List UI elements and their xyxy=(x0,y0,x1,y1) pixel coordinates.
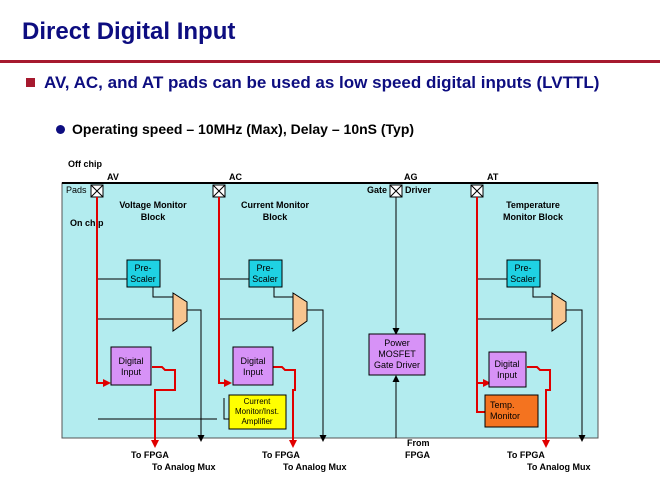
current-digital-input xyxy=(232,346,274,386)
round-bullet-icon xyxy=(56,125,65,134)
current-amplifier-label-1: Current xyxy=(244,397,271,406)
driver-label: Driver xyxy=(405,185,432,195)
temp-digital-input-label-2: Input xyxy=(497,370,518,380)
to-fpga-label-1: To FPGA xyxy=(131,450,169,460)
temp-prescaler-label-2: Scaler xyxy=(510,274,536,284)
voltage-prescaler-label-2: Scaler xyxy=(130,274,156,284)
current-prescaler-label-2: Scaler xyxy=(252,274,278,284)
pad-ag-label: AG xyxy=(404,172,418,182)
temp-signal-path xyxy=(476,197,551,448)
voltage-digital-input-label-2: Input xyxy=(121,367,142,377)
bullet-main: AV, AC, and AT pads can be used as low s… xyxy=(26,72,636,93)
temp-digital-input xyxy=(488,351,527,388)
temp-mux xyxy=(551,292,567,332)
current-amplifier-label-2: Monitor/Inst. xyxy=(235,407,279,416)
current-signal-path xyxy=(218,197,297,448)
square-bullet-icon xyxy=(26,78,35,87)
temp-monitor-label-1: Temp. xyxy=(490,400,515,410)
temp-monitor xyxy=(484,394,539,428)
current-prescaler xyxy=(248,259,283,288)
current-digital-input-label-2: Input xyxy=(243,367,264,377)
temp-digital-input-label-1: Digital xyxy=(494,359,519,369)
off-chip-label: Off chip xyxy=(68,159,102,169)
current-amplifier xyxy=(228,394,287,430)
title-divider xyxy=(0,60,660,63)
temp-block-label-2: Monitor Block xyxy=(503,212,564,222)
current-prescaler-label-1: Pre- xyxy=(256,263,273,273)
current-channel-wires xyxy=(219,278,324,438)
pads-label: Pads xyxy=(66,185,87,195)
current-block-label-1: Current Monitor xyxy=(241,200,309,210)
power-mosfet-label-3: Gate Driver xyxy=(374,360,420,370)
page-title: Direct Digital Input xyxy=(22,18,236,45)
voltage-block-label-2: Block xyxy=(141,212,167,222)
on-chip-label: On chip xyxy=(70,218,104,228)
to-analog-mux-label-1: To Analog Mux xyxy=(152,462,216,472)
temp-prescaler-label-1: Pre- xyxy=(514,263,531,273)
pad-ac-label: AC xyxy=(229,172,242,182)
power-mosfet-gate-driver xyxy=(368,333,426,376)
current-digital-input-label-1: Digital xyxy=(240,356,265,366)
voltage-channel-wires xyxy=(98,278,217,438)
power-mosfet-label-1: Power xyxy=(384,338,410,348)
current-mux xyxy=(292,292,308,332)
bullet-sub-text: Operating speed – 10MHz (Max), Delay – 1… xyxy=(72,121,415,137)
voltage-prescaler xyxy=(126,259,161,288)
temp-monitor-label-2: Monitor xyxy=(490,411,520,421)
current-block-label-2: Block xyxy=(263,212,289,222)
bullet-sub: Operating speed – 10MHz (Max), Delay – 1… xyxy=(56,121,414,137)
voltage-signal-path xyxy=(96,197,176,448)
to-analog-mux-label-2: To Analog Mux xyxy=(283,462,347,472)
from-fpga-label-2: FPGA xyxy=(405,450,431,460)
to-analog-mux-label-3: To Analog Mux xyxy=(527,462,591,472)
from-fpga-label-1: From xyxy=(407,438,430,448)
gate-label: Gate xyxy=(367,185,387,195)
pad-ac-icon xyxy=(212,184,226,198)
pad-at-icon xyxy=(470,184,484,198)
power-mosfet-label-2: MOSFET xyxy=(378,349,416,359)
bullet-main-text: AV, AC, and AT pads can be used as low s… xyxy=(44,73,600,92)
to-fpga-label-3: To FPGA xyxy=(507,450,545,460)
pad-at-label: AT xyxy=(487,172,499,182)
voltage-digital-input-label-1: Digital xyxy=(118,356,143,366)
pad-av-label: AV xyxy=(107,172,119,182)
voltage-block-label-1: Voltage Monitor xyxy=(119,200,187,210)
pad-av-icon xyxy=(90,184,104,198)
pad-ag-icon xyxy=(389,184,403,198)
current-amplifier-label-3: Amplifier xyxy=(241,417,272,426)
voltage-mux xyxy=(172,292,188,332)
temp-block-label-1: Temperature xyxy=(506,200,560,210)
voltage-prescaler-label-1: Pre- xyxy=(134,263,151,273)
temp-prescaler xyxy=(506,259,541,288)
voltage-digital-input xyxy=(110,346,152,386)
to-fpga-label-2: To FPGA xyxy=(262,450,300,460)
temp-channel-wires xyxy=(477,278,583,438)
